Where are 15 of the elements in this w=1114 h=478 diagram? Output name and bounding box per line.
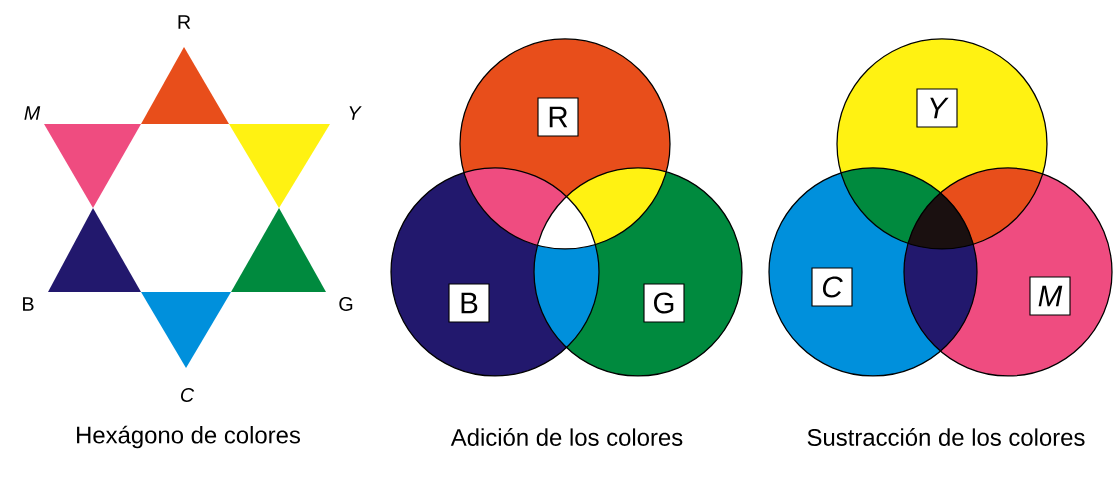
color-letter: Y (349, 106, 362, 120)
letter-box: Y (916, 88, 958, 128)
letter-box: C (811, 267, 853, 307)
color-letter: R (178, 15, 191, 29)
color-letter: M (24, 106, 41, 120)
color-letter: G (339, 297, 353, 311)
letter-box: B (448, 283, 490, 323)
caption: Adición de los colores (450, 428, 683, 446)
color-letter: C (181, 388, 195, 402)
caption: Hexágono de colores (77, 425, 300, 449)
caption: Sustracción de los colores (807, 428, 1085, 446)
letter-box: M (1029, 276, 1071, 316)
letter-box: G (643, 283, 685, 323)
letter-box: R (537, 97, 579, 137)
color-letter: B (23, 297, 34, 311)
